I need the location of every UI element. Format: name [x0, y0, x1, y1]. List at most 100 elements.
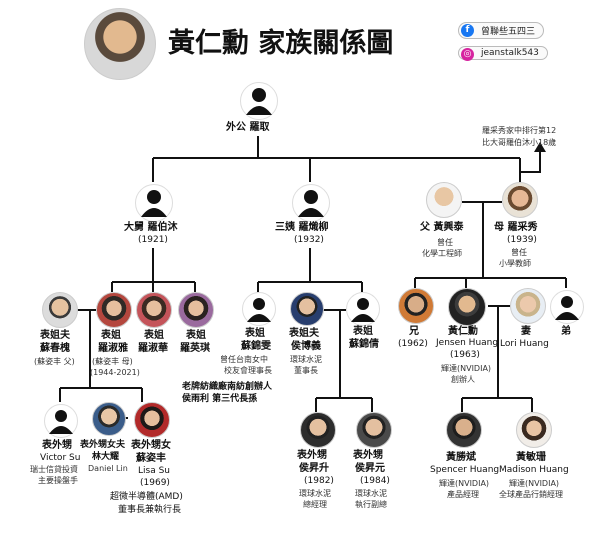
luo-yingqi-l2: 羅英琪	[180, 343, 210, 354]
su-jinqian-l2: 蘇錦倩	[349, 339, 379, 350]
hou-yuan-photo	[356, 412, 392, 448]
su-chunhuai-l1: 表姐夫	[40, 330, 70, 341]
note-top-line1: 羅采秀家中排行第12	[482, 126, 557, 135]
luo-shuya-photo	[96, 292, 132, 328]
spencer-l2: Spencer Huang	[430, 465, 500, 475]
hou-sheng-l1: 表外甥	[297, 450, 327, 461]
su-jinwen-l4: 校友會理事長	[224, 366, 272, 375]
lisa-l4: (1969)	[140, 478, 170, 488]
facebook-label: 曾聯些五四三	[481, 27, 536, 37]
su-jinqian-person-icon	[346, 292, 380, 326]
facebook-icon: f	[461, 24, 474, 37]
luo-shuya-l1: 表姐	[101, 330, 121, 341]
father-photo	[426, 182, 462, 218]
su-jinwen-l1: 表姐	[245, 328, 265, 339]
uncle-name: 大舅 羅伯沐	[124, 222, 178, 233]
hou-boyi-l3: 環球水泥	[290, 355, 322, 364]
father-name: 父 黃興泰	[420, 222, 464, 233]
daniel-l2: 林大耀	[92, 452, 120, 462]
luo-shuya-l4: (1944-2021)	[90, 368, 140, 377]
luo-shuya-l3: (蘇姿丰 母)	[92, 357, 133, 366]
grandfather-name: 外公 羅取	[226, 122, 270, 133]
su-jinwen-l2: 蘇錦雯	[241, 341, 271, 352]
brother-photo	[398, 288, 434, 324]
luo-shuhua-photo	[136, 292, 172, 328]
instagram-label: jeanstalk543	[481, 48, 539, 58]
instagram-icon: ◎	[461, 48, 474, 61]
daniel-photo	[92, 402, 126, 436]
spencer-l3: 輝達(NVIDIA)	[439, 479, 490, 488]
su-jinqian-l1: 表姐	[353, 326, 373, 337]
hou-yuan-l5: 執行副總	[355, 500, 387, 509]
brother-l1: 兄	[409, 326, 419, 337]
aunt3-name: 三姨 羅熾柳	[275, 222, 329, 233]
madison-l3: 輝達(NVIDIA)	[509, 479, 560, 488]
daniel-l3: Daniel Lin	[88, 464, 128, 473]
hou-sheng-l2: 侯昇升	[299, 463, 329, 474]
hou-yuan-l2: 侯昇元	[355, 463, 385, 474]
lisa-l1: 表外甥女	[131, 440, 171, 451]
jensen-photo	[448, 288, 486, 326]
note-mid-line2: 侯雨利 第三代長孫	[182, 394, 258, 404]
lisa-l6: 董事長兼執行長	[118, 505, 182, 515]
hou-yuan-l3: (1984)	[360, 476, 390, 486]
lori-photo	[510, 288, 546, 324]
mother-line1: 曾任	[511, 248, 527, 257]
page-title: 黃仁勳 家族關係圖	[168, 28, 394, 59]
luo-yingqi-l1: 表姐	[186, 330, 206, 341]
luo-shuya-l2: 羅淑雅	[98, 343, 128, 354]
su-chunhuai-l2: 蘇春槐	[40, 343, 70, 354]
hou-sheng-l3: (1982)	[304, 476, 334, 486]
lisa-l2: 蘇姿丰	[136, 453, 166, 464]
lisa-l5: 超微半導體(AMD)	[110, 492, 183, 502]
jensen-l5: 創辦人	[451, 375, 475, 384]
luo-shuhua-l2: 羅淑華	[138, 343, 168, 354]
brother-l2: (1962)	[398, 339, 428, 349]
jensen-header-photo	[84, 8, 156, 80]
su-jinwen-person-icon	[242, 292, 276, 326]
victor-l3: 瑞士信貸投資	[30, 465, 78, 474]
hou-sheng-l5: 總經理	[303, 500, 327, 509]
mother-year: (1939)	[507, 235, 537, 245]
aunt3-person-icon	[292, 184, 330, 222]
grandfather-person-icon	[240, 82, 278, 120]
lisa-l3: Lisa Su	[138, 466, 170, 476]
su-jinwen-l3: 曾任台南女中	[220, 355, 268, 364]
father-line1: 曾任	[437, 238, 453, 247]
uncle-person-icon	[135, 184, 173, 222]
madison-photo	[516, 412, 552, 448]
victor-l4: 主要操盤手	[38, 476, 78, 485]
daniel-l1: 表外甥女夫	[80, 440, 126, 450]
hou-boyi-l2: 侯博義	[291, 341, 321, 352]
younger-brother-person-icon	[550, 290, 584, 324]
spencer-l1: 黃勝斌	[446, 452, 476, 463]
spencer-l4: 產品經理	[447, 490, 479, 499]
hou-boyi-photo	[290, 292, 324, 326]
lori-l1: 妻	[521, 326, 531, 337]
mother-line2: 小學教師	[499, 259, 531, 268]
instagram-badge[interactable]: ◎ jeanstalk543	[458, 46, 548, 61]
hou-sheng-l4: 環球水泥	[299, 489, 331, 498]
jensen-l4: 輝達(NVIDIA)	[441, 364, 492, 373]
jensen-l3: (1963)	[450, 350, 480, 360]
lori-l2: Lori Huang	[500, 339, 549, 349]
father-line2: 化學工程師	[422, 249, 462, 258]
facebook-badge[interactable]: f 曾聯些五四三	[458, 22, 545, 39]
uncle-year: (1921)	[138, 235, 168, 245]
note-mid-line1: 老牌紡織廠南紡創辦人	[182, 382, 273, 392]
jensen-l2: Jensen Huang	[436, 338, 499, 348]
hou-boyi-l4: 董事長	[294, 366, 318, 375]
victor-l1: 表外甥	[42, 440, 72, 451]
mother-name: 母 羅采秀	[494, 222, 538, 233]
victor-person-icon	[44, 404, 78, 438]
hou-yuan-l4: 環球水泥	[355, 489, 387, 498]
aunt3-year: (1932)	[294, 235, 324, 245]
luo-shuhua-l1: 表姐	[144, 330, 164, 341]
younger-brother-l1: 弟	[561, 326, 571, 337]
jensen-l1: 黃仁勳	[448, 326, 478, 337]
luo-yingqi-photo	[178, 292, 214, 328]
hou-yuan-l1: 表外甥	[353, 450, 383, 461]
victor-l2: Victor Su	[40, 453, 81, 463]
lisa-photo	[134, 402, 170, 438]
